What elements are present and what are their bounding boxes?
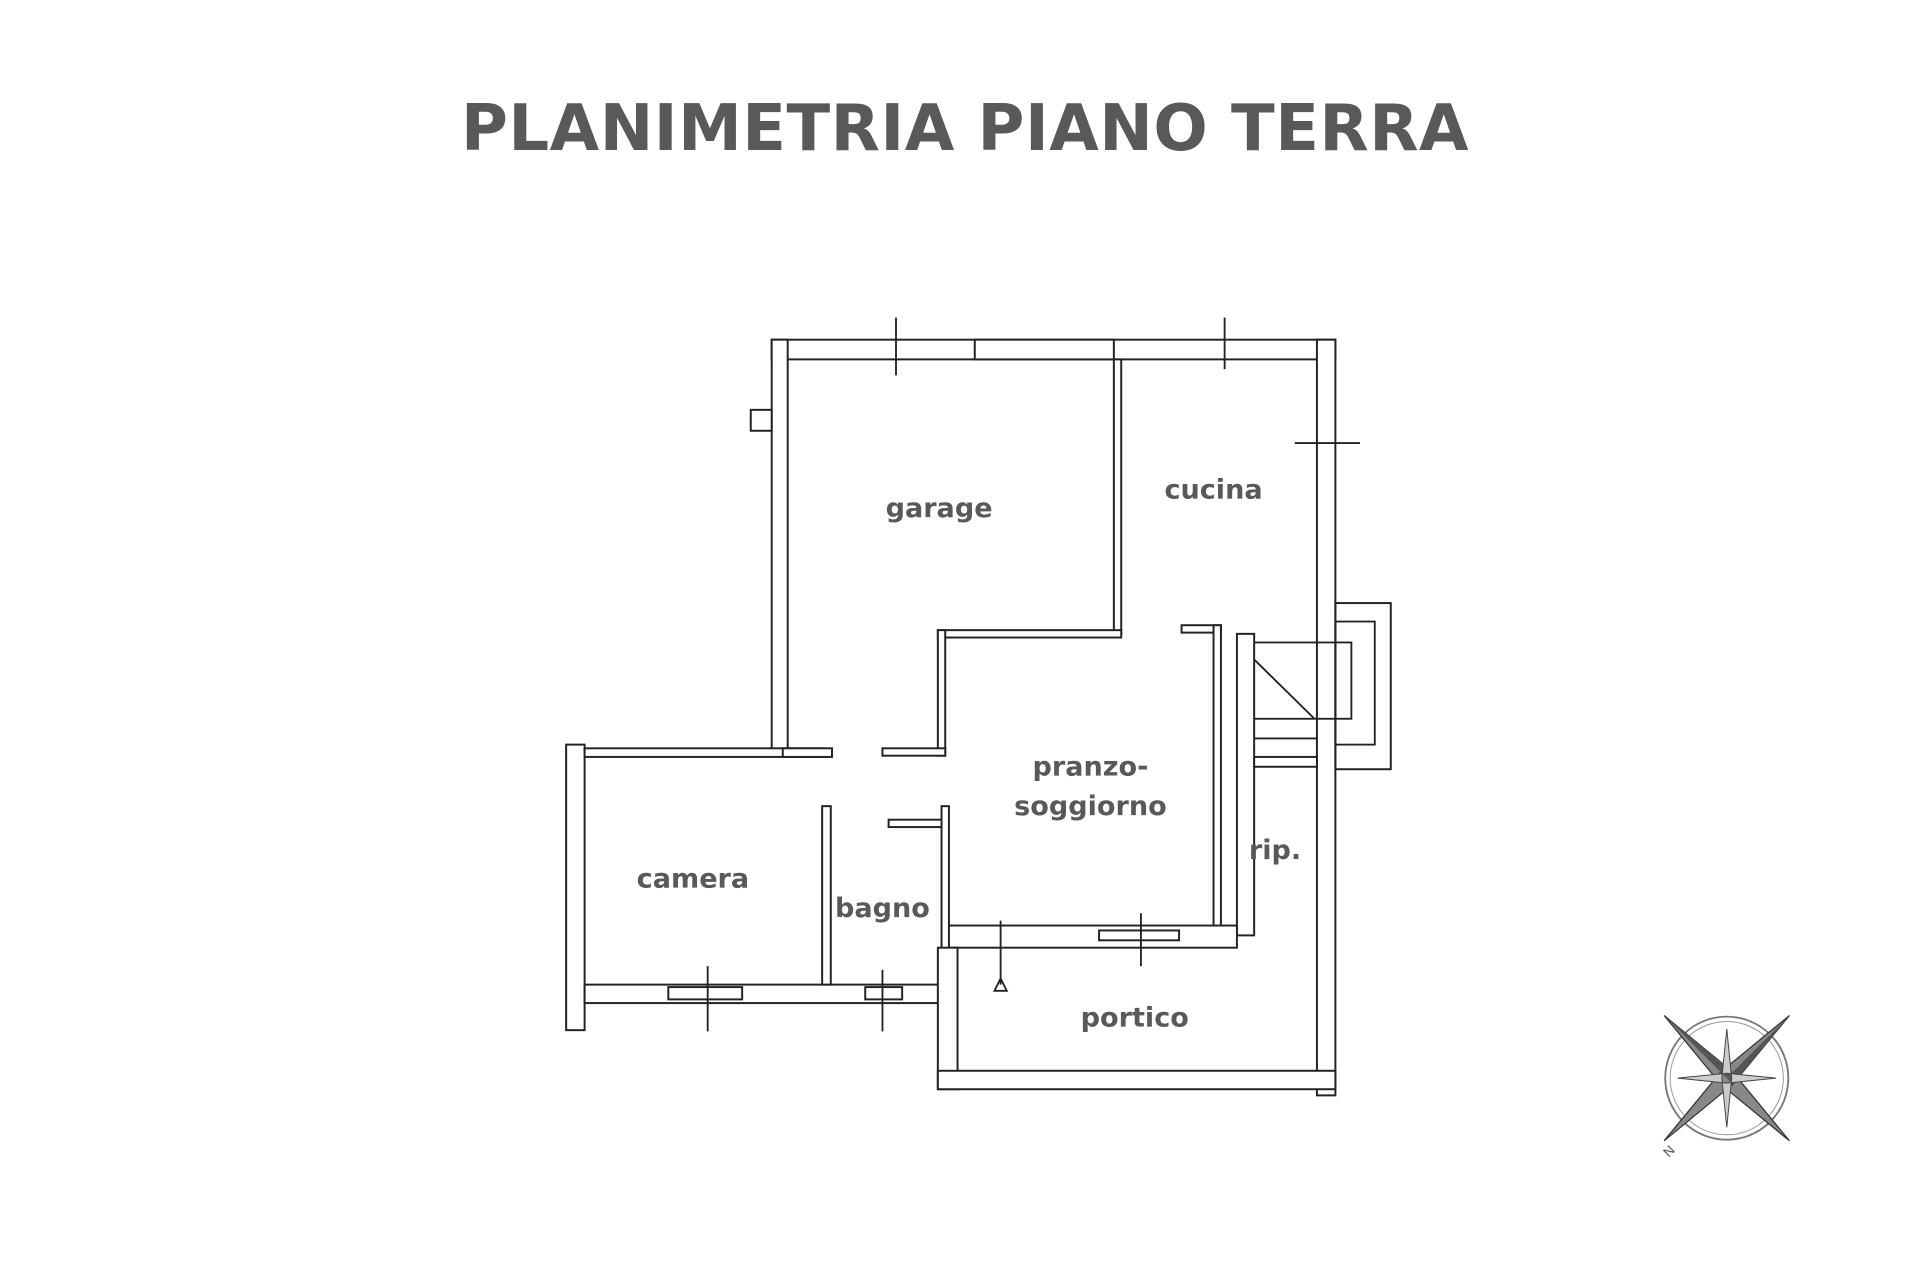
compass-north-label: N — [1660, 1143, 1678, 1161]
compass-rose-icon: N — [1660, 1015, 1790, 1161]
room-label-soggiorno: soggiorno — [1014, 791, 1167, 822]
room-label-portico: portico — [1081, 1002, 1189, 1033]
room-label-rip: rip. — [1249, 835, 1301, 866]
room-label-pranzo: pranzo- — [1033, 751, 1149, 782]
room-label-garage: garage — [886, 493, 993, 524]
walls — [565, 317, 1392, 1097]
room-label-bagno: bagno — [835, 893, 930, 924]
room-label-cucina: cucina — [1164, 474, 1262, 505]
page-title: PLANIMETRIA PIANO TERRA — [460, 92, 1470, 166]
room-label-camera: camera — [637, 863, 749, 894]
